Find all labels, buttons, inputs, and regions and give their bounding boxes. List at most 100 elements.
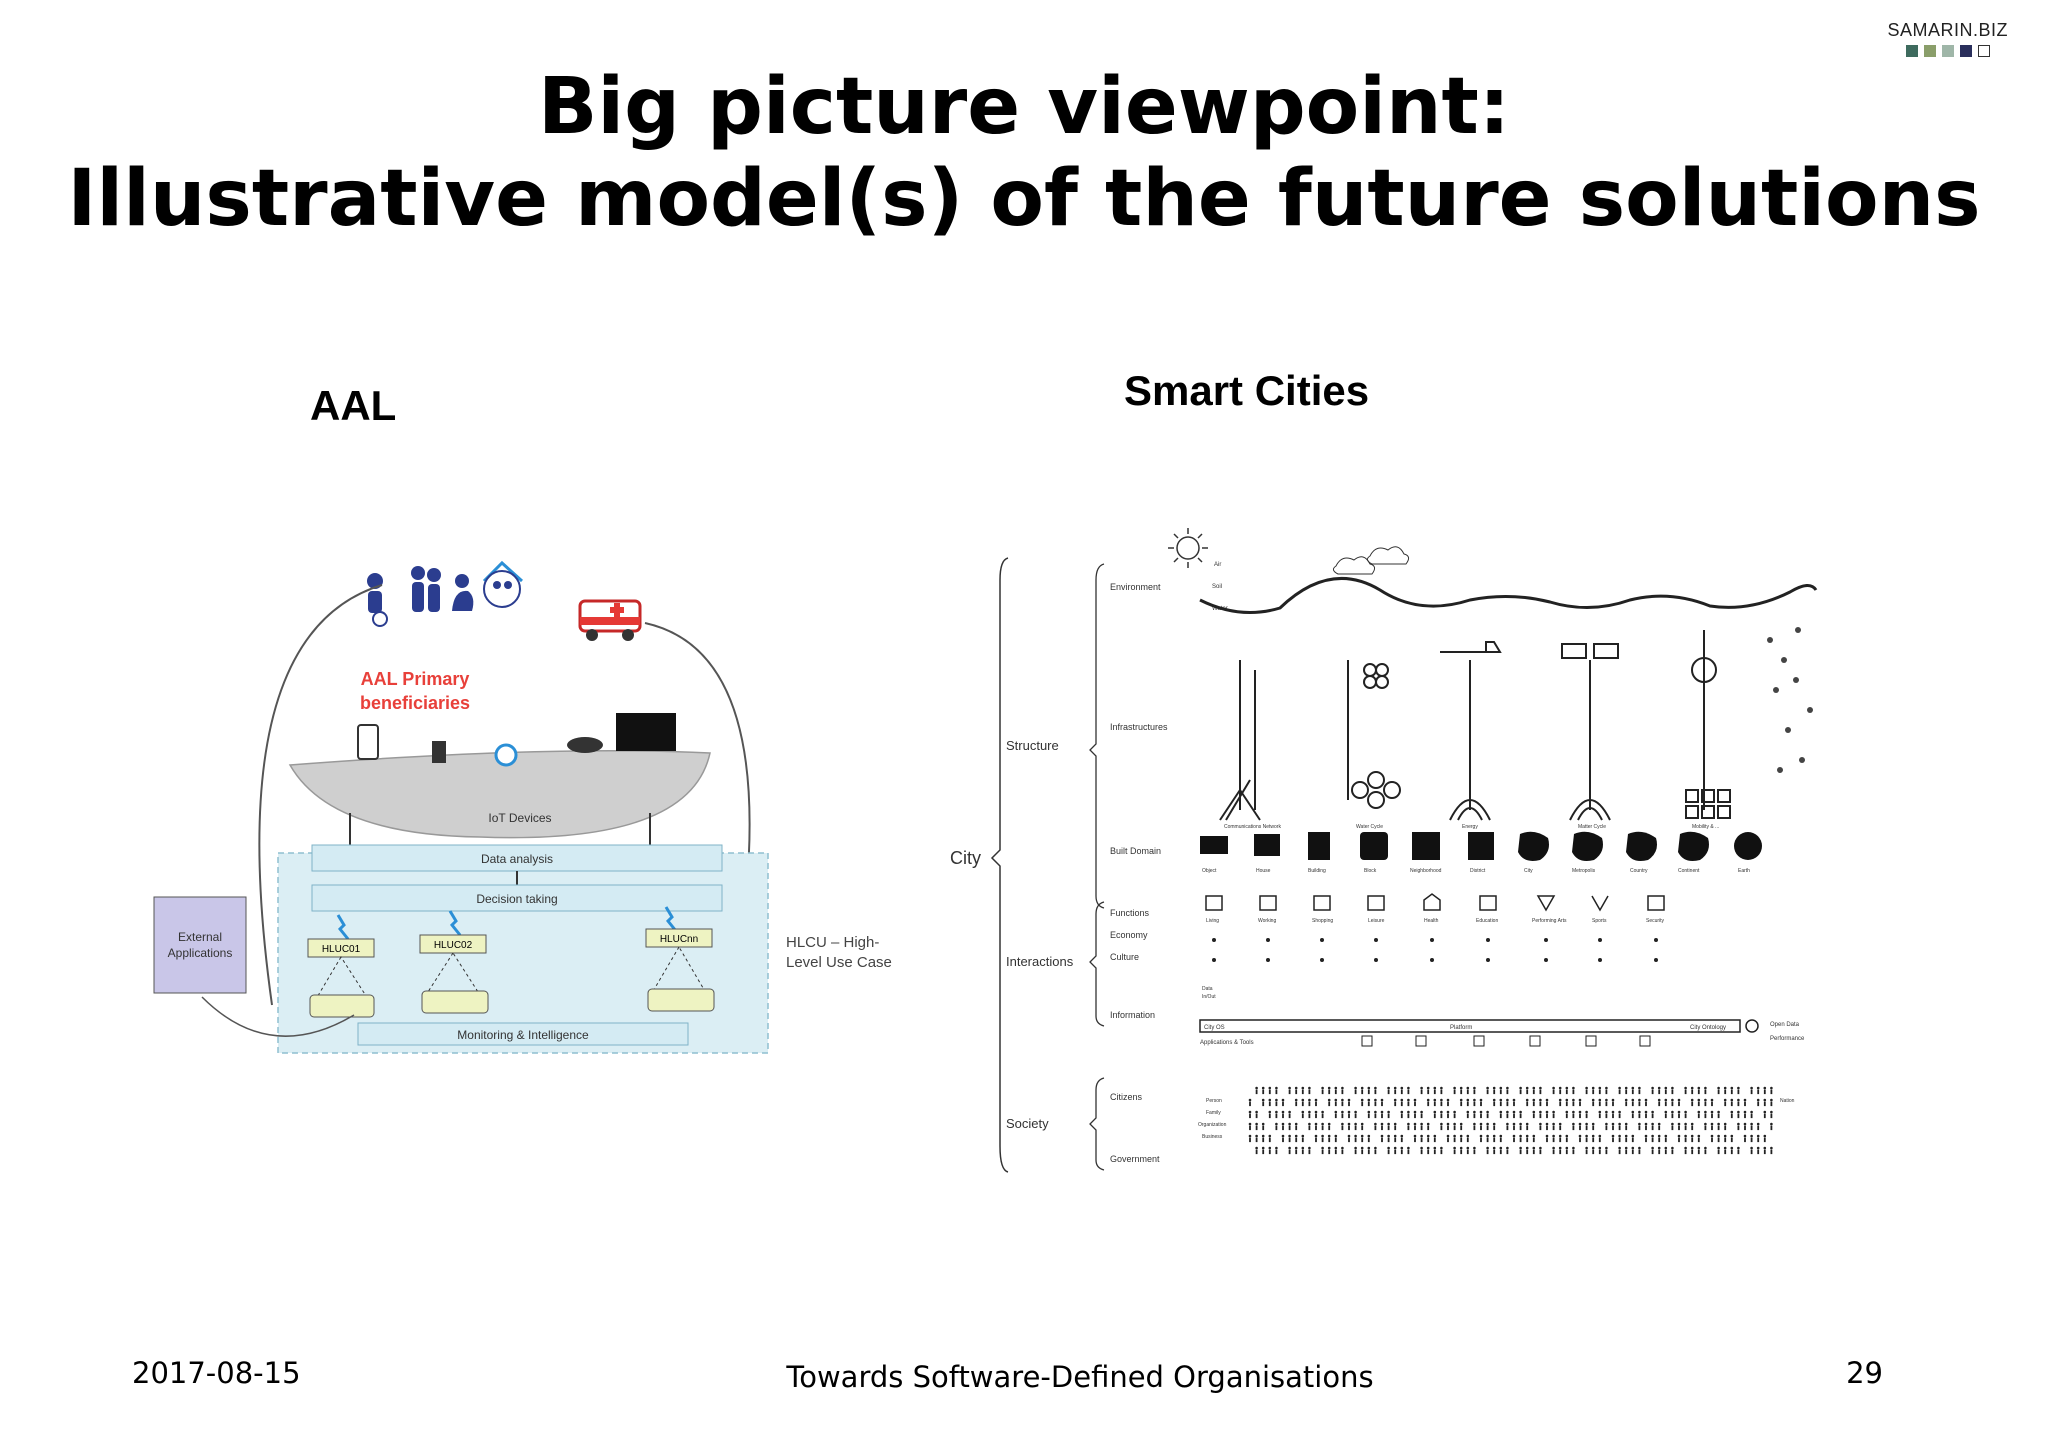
person-figure [1565, 1113, 1568, 1119]
person-figure [1559, 1125, 1562, 1131]
slide-title-line2: Illustrative model(s) of the future solu… [67, 154, 1981, 244]
person-figure [1539, 1101, 1542, 1107]
person-figure [1572, 1098, 1575, 1102]
person-figure [1711, 1125, 1713, 1131]
person-figure [1763, 1137, 1766, 1143]
person-figure [1618, 1089, 1621, 1095]
person-figure [1592, 1149, 1595, 1155]
person-figure [1526, 1149, 1529, 1155]
person-figure [1565, 1134, 1569, 1138]
infra-label: Communications Network [1224, 824, 1281, 830]
person-figure [1552, 1125, 1555, 1131]
person-figure [1546, 1101, 1548, 1107]
person-figure [1730, 1149, 1733, 1155]
person-figure [1433, 1137, 1436, 1143]
function-label: Sports [1592, 918, 1607, 924]
person-figure [1697, 1098, 1701, 1102]
person-figure [1281, 1110, 1285, 1114]
person-figure [1341, 1098, 1344, 1102]
person-figure [1255, 1146, 1258, 1150]
person-figure [1525, 1098, 1529, 1102]
person-figure [1756, 1122, 1760, 1126]
person-figure [1288, 1125, 1291, 1131]
person-figure [1334, 1113, 1337, 1119]
person-figure [1737, 1113, 1740, 1119]
person-figure [1704, 1089, 1707, 1095]
person-figure [1717, 1089, 1720, 1095]
person-figure [1684, 1089, 1687, 1095]
row-label: Citizens [1110, 1092, 1143, 1102]
person-figure [1393, 1134, 1397, 1138]
person-figure [1420, 1146, 1423, 1150]
person-figure [1407, 1101, 1410, 1107]
person-figure [1268, 1137, 1271, 1143]
person-figure [1592, 1101, 1595, 1107]
built-label: Building [1308, 868, 1326, 874]
person-figure [1737, 1089, 1740, 1095]
person-figure [1763, 1134, 1767, 1138]
person-figure [1420, 1089, 1423, 1095]
person-figure [1539, 1089, 1542, 1095]
built-label: Earth [1738, 868, 1750, 874]
person-figure [1427, 1149, 1430, 1155]
person-figure [1394, 1125, 1397, 1131]
person-figure [1532, 1098, 1536, 1102]
person-figure [1486, 1110, 1489, 1114]
person-figure [1426, 1146, 1430, 1150]
energy-icon [1440, 641, 1502, 821]
person-figure [1770, 1146, 1773, 1150]
person-figure [1268, 1134, 1272, 1138]
person-figure [1374, 1086, 1377, 1090]
person-figure [1512, 1134, 1516, 1138]
person-figure [1282, 1101, 1284, 1107]
metropolis-icon [1572, 831, 1603, 861]
person-figure [1664, 1110, 1668, 1114]
person-figure [1492, 1146, 1496, 1150]
forest-icon [1767, 627, 1813, 773]
person-figure [1360, 1146, 1364, 1150]
person-figure [1361, 1137, 1364, 1143]
earth-icon [1734, 832, 1762, 860]
person-figure [1625, 1101, 1628, 1107]
person-figure [1697, 1146, 1701, 1150]
person-figure [1447, 1125, 1449, 1131]
person-figure [1512, 1122, 1516, 1126]
person-figure [1466, 1149, 1469, 1155]
elderly-couple-icon [411, 566, 441, 612]
group-label: Society [1006, 1116, 1049, 1131]
person-figure [1453, 1125, 1456, 1131]
person-figure [1519, 1113, 1522, 1119]
person-figure [1301, 1110, 1305, 1114]
person-figure [1638, 1149, 1641, 1155]
person-figure [1347, 1134, 1351, 1138]
person-figure [1697, 1113, 1700, 1119]
built-label: Object [1202, 868, 1217, 874]
person-figure [1585, 1149, 1588, 1155]
brand-name: SAMARIN.BIZ [1887, 20, 2008, 40]
hluc-box: HLUC01 [307, 914, 375, 1018]
person-figure [1565, 1137, 1568, 1143]
person-figure [1459, 1098, 1463, 1102]
person-figure [1678, 1113, 1680, 1119]
person-figure [1611, 1110, 1615, 1114]
person-figure [1486, 1113, 1489, 1119]
person-figure [1757, 1125, 1760, 1131]
person-figure [1737, 1122, 1740, 1126]
person-figure [1651, 1137, 1654, 1143]
person-figure [1361, 1089, 1364, 1095]
person-figure [1585, 1125, 1588, 1131]
person-figure [1367, 1086, 1371, 1090]
person-figure [1321, 1149, 1324, 1155]
person-figure [1572, 1149, 1575, 1155]
person-figure [1387, 1110, 1390, 1114]
person-figure [1268, 1086, 1272, 1090]
person-figure [1466, 1113, 1469, 1119]
footer-title: Towards Software-Defined Organisations [786, 1360, 1374, 1394]
person-figure [1552, 1086, 1555, 1090]
person-figure [1704, 1086, 1707, 1090]
person-figure [1546, 1137, 1548, 1143]
person-figure [1460, 1101, 1463, 1107]
person-figure [1591, 1122, 1595, 1126]
person-figure [1757, 1137, 1760, 1143]
person-figure [1460, 1089, 1463, 1095]
